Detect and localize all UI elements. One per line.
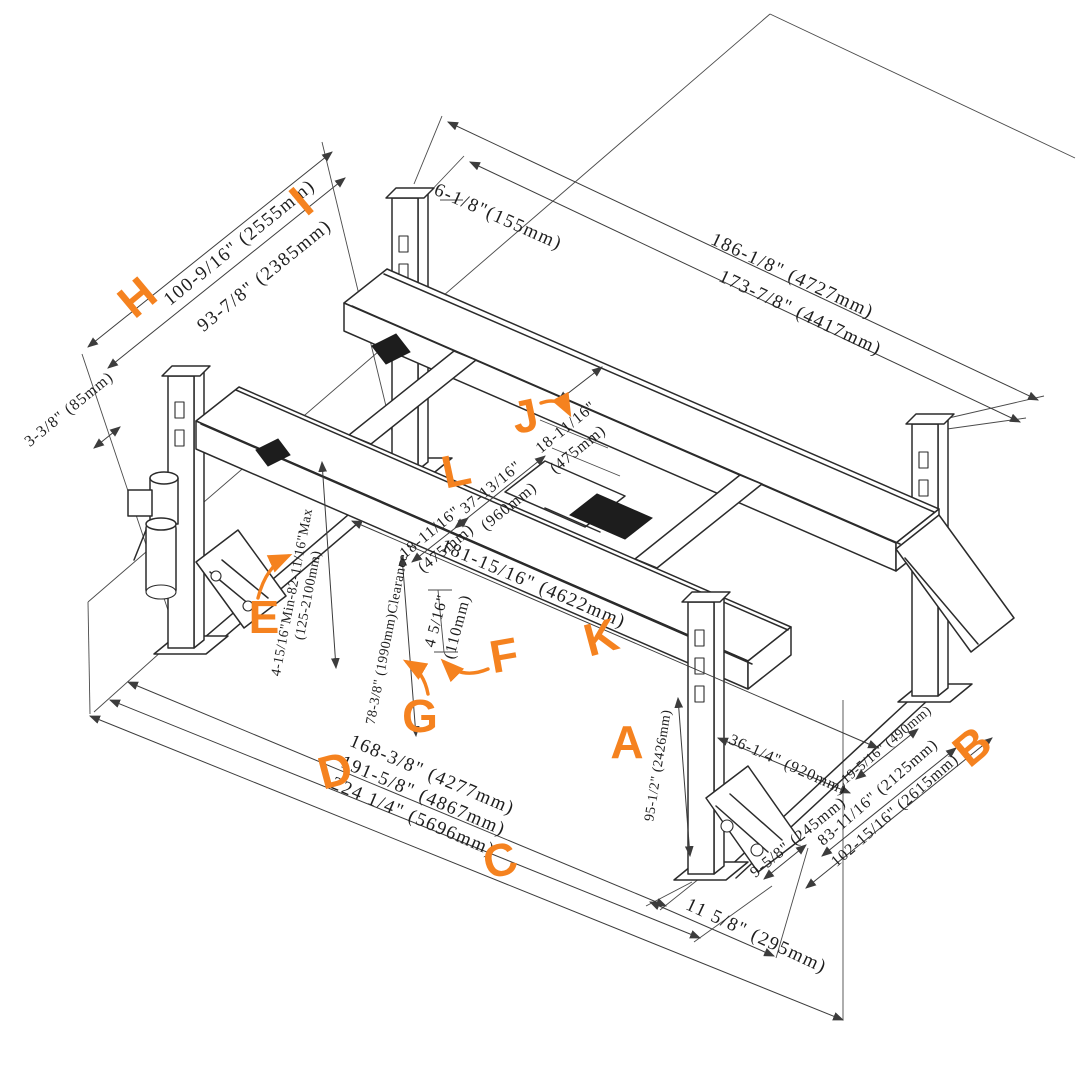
dim-end-overhang-label: 6-1/8"(155mm) <box>431 179 566 254</box>
dimension-lines <box>87 121 1039 1021</box>
dim-base-offset-label: 3-3/8" (85mm) <box>22 369 117 451</box>
callout-arrow-g <box>402 659 430 696</box>
callout-arrow-e <box>256 554 293 600</box>
callout-letter-c: C <box>477 831 523 890</box>
callout-letter-e: E <box>249 591 280 643</box>
callout-letter-g: G <box>402 690 438 742</box>
callout-arrow-j <box>539 391 572 418</box>
dim-295-label: 11 5/8" (295mm) <box>683 894 831 978</box>
callout-letter-f: F <box>486 627 523 683</box>
wheel-chock-front <box>255 438 291 467</box>
callout-letter-h: H <box>108 266 167 327</box>
power-unit <box>127 471 179 600</box>
callout-arrow-f <box>440 658 490 683</box>
dim-post-height-label: 95-1/2" (2426mm) <box>642 709 674 823</box>
approach-ramp-right <box>895 514 1015 653</box>
callout-letter-a: A <box>610 716 643 768</box>
wheel-chock-rear <box>371 333 411 365</box>
